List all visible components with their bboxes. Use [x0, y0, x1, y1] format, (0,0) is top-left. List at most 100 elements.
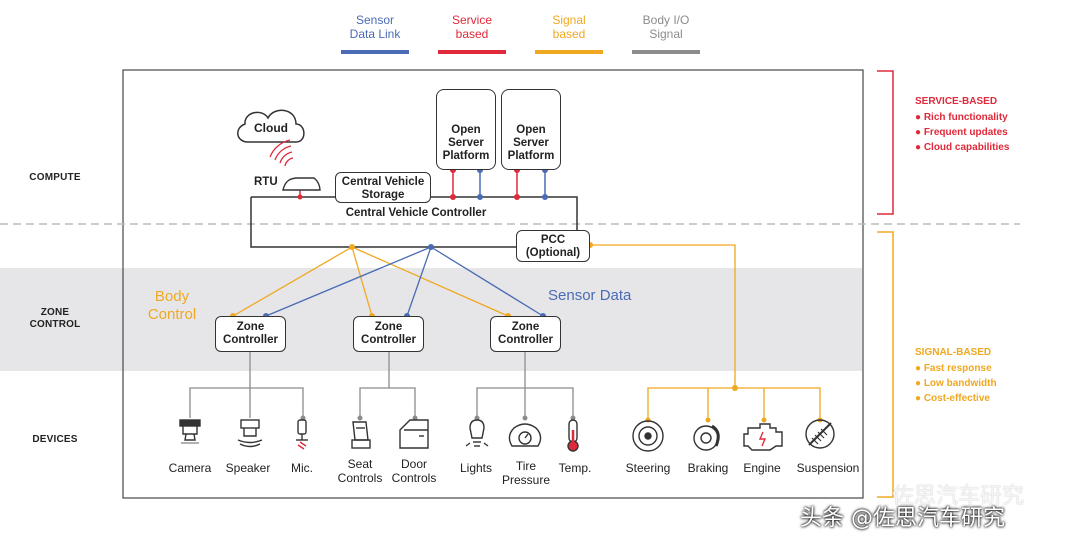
microphone-icon [296, 419, 308, 450]
service-item: ● Cloud capabilities [915, 142, 1010, 153]
speaker-icon [237, 419, 263, 448]
device-camera: Camera [168, 461, 212, 475]
legend-label-line-1: Body I/O [642, 13, 690, 27]
body-control-line-2: Control [147, 306, 197, 323]
legend-label-line-1: Sensor [355, 13, 395, 27]
server-line-3: Platform [442, 150, 490, 162]
legend-swatch [535, 50, 603, 54]
sensor-data-links [265, 246, 544, 317]
open-server-platform[interactable]: Open Server Platform [436, 89, 496, 170]
zone-controller-line-1: Zone [236, 321, 265, 333]
device-seat-controls: Seat Controls [338, 457, 383, 485]
device-door-controls: Door Controls [392, 457, 437, 485]
open-server-platform[interactable]: Open Server Platform [501, 89, 561, 170]
zone-controller[interactable]: Zone Controller [353, 316, 424, 352]
door-icon [399, 419, 429, 449]
body-io-links [189, 352, 574, 418]
signal-based-title: SIGNAL-BASED [915, 347, 992, 358]
device-seat-line-1: Seat [347, 457, 373, 471]
cvc-outline-bottom [250, 197, 516, 248]
body-control-label: Body Control [148, 288, 196, 324]
signal-based-panel: SIGNAL-BASED ● Fast response ● Low bandw… [915, 347, 997, 406]
device-steering: Steering [625, 461, 671, 475]
thermometer-icon [567, 419, 579, 452]
pcc-line-1: PCC [540, 234, 566, 246]
row-label-control: CONTROL [29, 319, 81, 330]
device-braking: Braking [687, 461, 729, 475]
service-bracket [877, 70, 894, 215]
legend-label-line-1: Signal [552, 13, 586, 27]
watermark-faint: 佐思汽车研究 [892, 483, 1025, 508]
tire-pressure-icon [508, 423, 542, 447]
server-line-2: Server [513, 137, 549, 149]
watermark-main: 头条 @佐思汽车研究 [800, 506, 1005, 531]
cloud-icon [237, 109, 305, 143]
zone-controller[interactable]: Zone Controller [215, 316, 286, 352]
legend-label-line-2: based [552, 27, 586, 41]
seat-icon [351, 421, 371, 449]
device-tire-line-1: Tire [515, 459, 537, 473]
zone-controller[interactable]: Zone Controller [490, 316, 561, 352]
signal-bracket [877, 231, 894, 498]
device-suspension: Suspension [796, 461, 860, 475]
service-based-title: SERVICE-BASED [915, 96, 998, 107]
device-engine: Engine [743, 461, 781, 475]
zone-controller-line-2: Controller [498, 334, 553, 346]
legend-swatch [341, 50, 409, 54]
service-based-panel: SERVICE-BASED ● Rich functionality ● Fre… [915, 96, 1009, 155]
signal-links [232, 246, 509, 317]
light-icon [465, 419, 489, 447]
legend-label-line-2: Signal [649, 27, 683, 41]
row-label-zone: ZONE [40, 307, 70, 318]
storage-line-1: Central Vehicle [341, 176, 425, 188]
device-temp: Temp. [558, 461, 592, 475]
device-seat-line-2: Controls [337, 471, 383, 485]
brake-icon [693, 424, 720, 451]
legend-swatch [438, 50, 506, 54]
zone-controller-line-1: Zone [374, 321, 403, 333]
central-vehicle-storage[interactable]: Central Vehicle Storage [335, 172, 431, 203]
service-item: ● Rich functionality [915, 112, 1008, 123]
legend-label-line-2: Data Link [349, 27, 401, 41]
device-mic: Mic. [291, 461, 313, 475]
device-door-line-1: Door [400, 457, 427, 471]
signal-item: ● Low bandwidth [915, 378, 997, 389]
server-line-3: Platform [507, 150, 555, 162]
wireless-signal-icon [269, 139, 294, 167]
legend-label-line-1: Service [451, 13, 493, 27]
service-item: ● Frequent updates [915, 127, 1008, 138]
cloud-label: Cloud [254, 121, 288, 135]
server-line-2: Server [448, 137, 484, 149]
row-label-compute: COMPUTE [29, 172, 81, 183]
pcc-box[interactable]: PCC (Optional) [516, 230, 590, 262]
body-control-line-1: Body [154, 288, 190, 305]
device-door-line-2: Controls [391, 471, 437, 485]
zone-controller-line-2: Controller [361, 334, 416, 346]
legend-label-line-2: based [455, 27, 489, 41]
engine-icon [743, 423, 783, 451]
pcc-line-2: (Optional) [525, 247, 581, 259]
rtu-label: RTU [254, 176, 278, 188]
server-line-1: Open [451, 124, 481, 136]
server-line-1: Open [516, 124, 546, 136]
device-lights: Lights [459, 461, 493, 475]
sensor-data-label: Sensor Data [548, 287, 632, 304]
suspension-icon [805, 419, 835, 449]
row-label-devices: DEVICES [32, 434, 78, 445]
rtu-antenna-icon [282, 177, 321, 191]
zone-controller-line-2: Controller [223, 334, 278, 346]
main-frame [122, 69, 864, 499]
cvc-label: Central Vehicle Controller [345, 207, 487, 219]
signal-item: ● Cost-effective [915, 393, 990, 404]
device-speaker: Speaker [225, 461, 271, 475]
storage-line-2: Storage [361, 189, 405, 201]
zone-controller-line-1: Zone [511, 321, 540, 333]
device-tire-pressure: Tire Pressure [502, 459, 550, 487]
legend-swatch [632, 50, 700, 54]
steering-icon [632, 420, 664, 452]
device-tire-line-2: Pressure [501, 473, 551, 487]
